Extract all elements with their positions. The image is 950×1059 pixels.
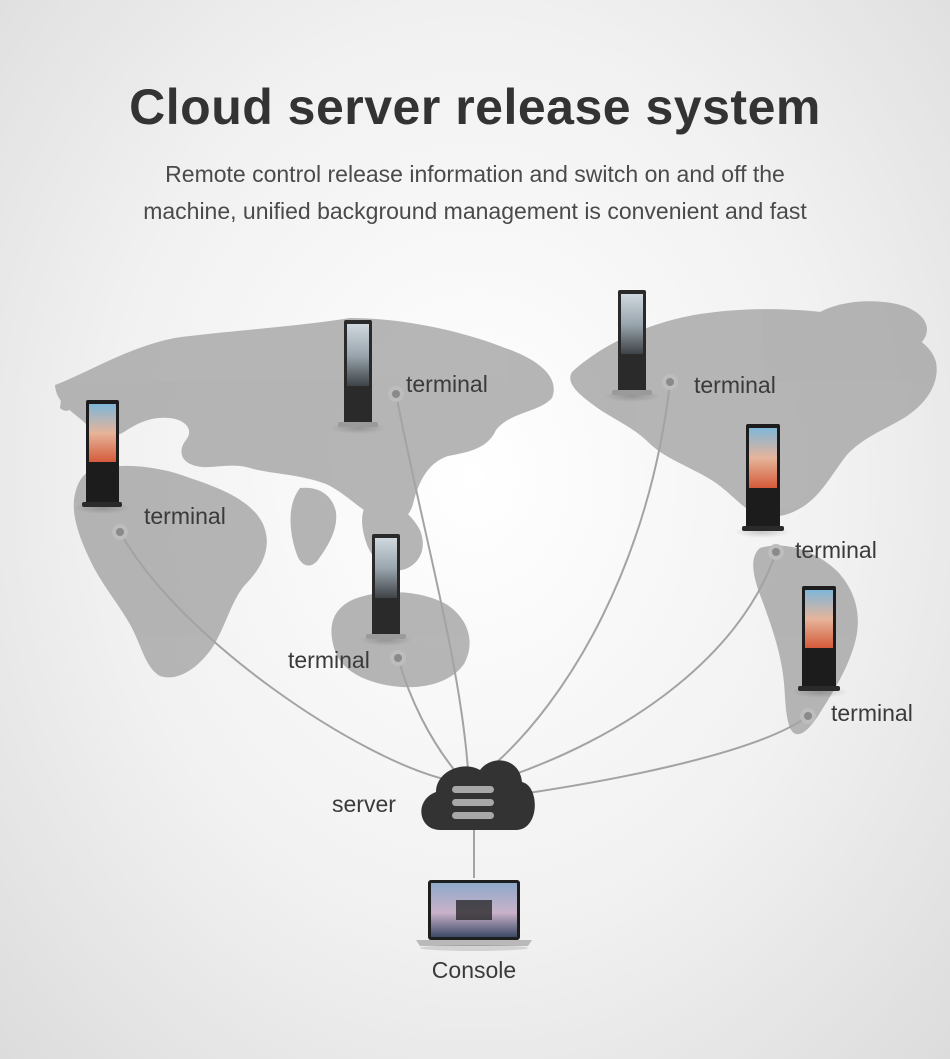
- cloud-server-icon: [421, 760, 535, 830]
- subtitle-line-1: Remote control release information and s…: [165, 161, 785, 187]
- kiosk-display-icon: [792, 586, 848, 698]
- line-terminal-southeast: [507, 715, 809, 797]
- map-africa: [73, 465, 267, 678]
- connection-dots: [112, 374, 816, 724]
- dot-terminal-south: [390, 650, 406, 666]
- kiosk-display-icon: [330, 320, 386, 434]
- kiosk-display-icon: [360, 534, 412, 646]
- map-japan: [478, 387, 503, 432]
- subtitle-line-2: machine, unified background management i…: [143, 198, 807, 224]
- dot-terminal-west: [112, 524, 128, 540]
- line-terminal-north: [395, 393, 469, 771]
- kiosk-display-icon: [604, 290, 660, 402]
- line-terminal-south: [397, 657, 457, 773]
- page-title: Cloud server release system: [129, 79, 821, 135]
- map-india: [290, 487, 337, 566]
- map-uk: [60, 389, 76, 411]
- page-subtitle: Remote control release information and s…: [90, 156, 860, 230]
- server-label: server: [332, 791, 396, 817]
- connection-lines: [119, 381, 809, 878]
- kiosk-display-icon: [74, 400, 130, 514]
- console-label: Console: [432, 957, 516, 983]
- dot-terminal-southeast: [800, 708, 816, 724]
- terminal-label-west: terminal: [144, 503, 226, 529]
- dot-terminal-east: [768, 544, 784, 560]
- terminal-label-north: terminal: [406, 371, 488, 397]
- terminal-label-northeast: terminal: [694, 372, 776, 398]
- laptop-icon: [416, 880, 532, 951]
- line-terminal-northeast: [487, 381, 671, 771]
- terminal-label-southeast: terminal: [831, 700, 913, 726]
- line-terminal-east: [497, 551, 777, 781]
- kiosk-display-icon: [734, 424, 790, 538]
- dot-terminal-northeast: [662, 374, 678, 390]
- terminal-label-east: terminal: [795, 537, 877, 563]
- world-map: [55, 301, 937, 735]
- dot-terminal-north: [388, 386, 404, 402]
- terminal-label-south: terminal: [288, 647, 370, 673]
- map-greenland: [818, 301, 927, 356]
- map-eurasia: [55, 318, 554, 524]
- map-north-america: [570, 309, 937, 517]
- line-terminal-west: [119, 531, 449, 781]
